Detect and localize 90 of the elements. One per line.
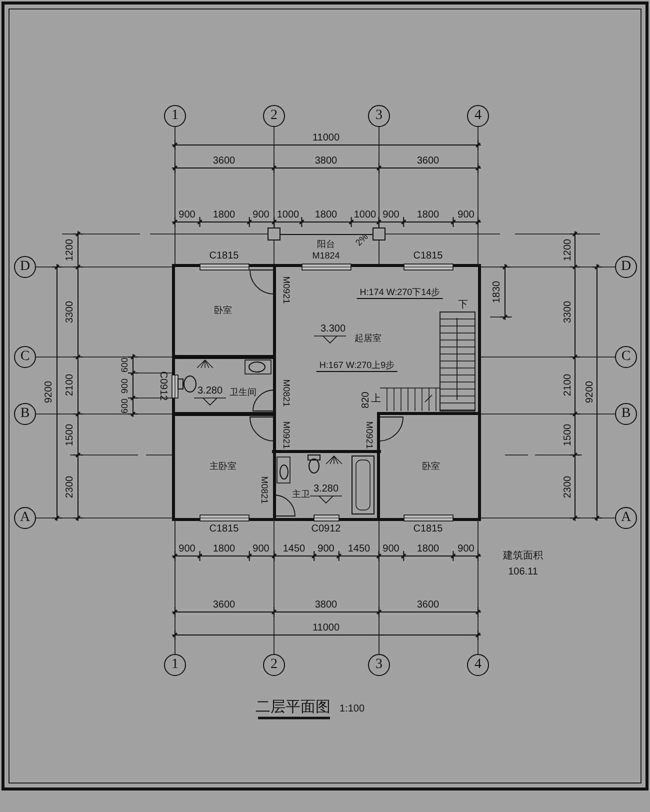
- room-name: 阳台: [317, 239, 335, 249]
- dimension-text: 1000: [276, 210, 300, 220]
- dimension-text: 900: [382, 210, 400, 220]
- room-name: 起居室: [354, 333, 382, 343]
- area-label: 建筑面积: [503, 550, 543, 562]
- grid-bubble: 4: [467, 105, 489, 127]
- dimension-text: 11000: [312, 132, 340, 144]
- area-value: 106.11: [508, 566, 538, 578]
- grid-bubble: 2: [263, 654, 285, 676]
- plan-title: 二层平面图: [256, 698, 330, 716]
- dimension-text: 2100: [562, 374, 574, 396]
- dimension-text: 3300: [562, 300, 574, 324]
- door-label: M0821: [258, 476, 270, 504]
- door-label: M0821: [280, 379, 292, 407]
- dimension-text: 3300: [64, 300, 76, 324]
- dimension-text: 3600: [212, 600, 236, 610]
- dimension-text: 900: [252, 210, 270, 220]
- door-label: M1824: [312, 250, 340, 262]
- grid-bubble: B: [14, 403, 36, 425]
- dimension-text: 3800: [314, 600, 338, 610]
- dimension-text: 3600: [416, 156, 440, 166]
- room-name: 主卫: [292, 489, 310, 499]
- stair-note: H:174 W:270下14步: [356, 287, 444, 299]
- dimension-text: 600: [120, 357, 130, 373]
- dimension-text: 2300: [562, 476, 574, 498]
- grid-bubble: 3: [368, 654, 390, 676]
- grid-bubble: D: [14, 256, 36, 278]
- elevation-text: 3.280: [197, 386, 223, 396]
- dimension-text: 1800: [416, 210, 440, 220]
- dimension-text: 600: [120, 398, 130, 414]
- stair-note: H:167 W:270上9步: [316, 360, 398, 372]
- dimension-text: 1800: [416, 544, 440, 554]
- dimension-text: 900: [120, 378, 130, 394]
- elevation-text: 3.280: [313, 484, 339, 494]
- dimension-text: 11000: [312, 622, 340, 634]
- dimension-text: 1800: [212, 544, 236, 554]
- window-label: C1815: [209, 250, 239, 262]
- dimension-text: 9200: [44, 380, 54, 404]
- dimension-text: 1450: [348, 544, 370, 554]
- dimension-text: 3600: [416, 600, 440, 610]
- window-label: C0912: [158, 371, 168, 401]
- grid-bubble: D: [615, 256, 637, 278]
- grid-bubble: 1: [164, 105, 186, 127]
- dimension-text: 1000: [354, 210, 376, 220]
- dimension-text: 900: [252, 544, 270, 554]
- slope-text: 2%: [354, 232, 370, 248]
- window-label: C1815: [209, 524, 239, 534]
- dimension-text: 1800: [314, 210, 338, 220]
- dimension-text: 1500: [64, 424, 76, 446]
- dimension-text: 900: [178, 544, 196, 554]
- stair-direction-text: 下: [458, 300, 468, 310]
- room-name: 卧室: [214, 305, 232, 315]
- door-label: M0921: [364, 421, 374, 449]
- room-name: 卫生间: [230, 387, 256, 397]
- dimension-text: 1800: [212, 210, 236, 220]
- door-label: M0921: [280, 421, 292, 449]
- grid-bubble: C: [14, 346, 36, 368]
- grid-bubble: A: [14, 507, 36, 529]
- grid-bubble: 2: [263, 105, 285, 127]
- dimension-text: 900: [318, 544, 334, 554]
- grid-bubble: 3: [368, 105, 390, 127]
- scale-text: 1:100: [339, 704, 365, 714]
- grid-bubble: C: [615, 346, 637, 368]
- dimension-text: 1830: [492, 280, 502, 304]
- dimension-text: 900: [178, 210, 196, 220]
- dimension-text: 3600: [212, 156, 236, 166]
- grid-bubble: A: [615, 507, 637, 529]
- window-label: C1815: [413, 524, 443, 534]
- room-name: 主卧室: [210, 461, 236, 471]
- door-label: M0921: [280, 276, 292, 304]
- dimension-text: 2100: [64, 374, 76, 396]
- dimension-text: 9200: [584, 380, 596, 404]
- dimension-text: 900: [458, 210, 474, 220]
- dimension-text: 2300: [64, 476, 76, 498]
- dimension-text: 1200: [562, 238, 574, 262]
- window-label: C1815: [413, 250, 443, 262]
- window-label: C0912: [311, 524, 341, 534]
- elevation-text: 3.300: [320, 324, 346, 334]
- dimension-text: 3800: [314, 156, 338, 166]
- grid-bubble: B: [615, 403, 637, 425]
- grid-bubble: 4: [467, 654, 489, 676]
- dimension-text: 900: [382, 544, 400, 554]
- stair-direction-text: 上: [371, 394, 381, 404]
- dimension-text: 1500: [562, 424, 574, 446]
- grid-bubble: 1: [164, 654, 186, 676]
- dimension-text: 1200: [64, 238, 76, 262]
- dimension-text: 1450: [282, 544, 306, 554]
- room-name: 卧室: [422, 461, 440, 471]
- dimension-text: 900: [458, 544, 474, 554]
- dimension-text: 820: [360, 392, 372, 408]
